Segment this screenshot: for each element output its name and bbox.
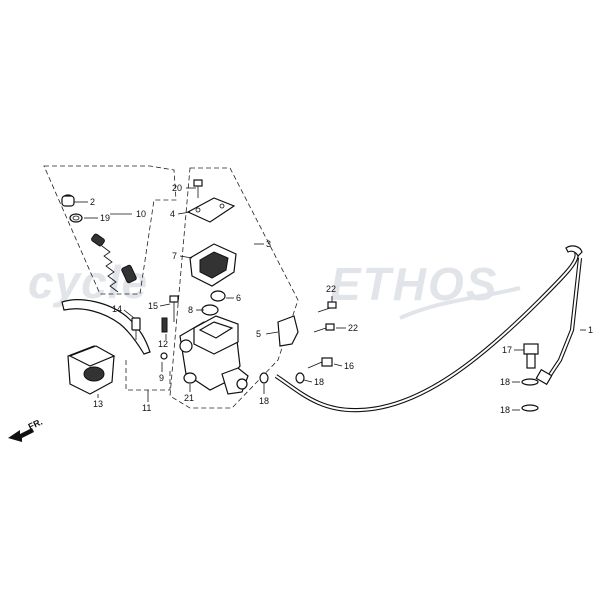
callout-1: 1: [588, 325, 593, 335]
master-cylinder: [179, 315, 249, 395]
callout-18-b: 18: [259, 396, 269, 406]
piston-spring-assembly: [91, 233, 137, 293]
callout-5: 5: [256, 329, 261, 339]
watermark-right-text: ETHOS: [330, 258, 498, 310]
callout-12: 12: [158, 339, 168, 349]
washer-18-b: [295, 372, 305, 384]
washer-18-c: [521, 378, 539, 386]
callout-labels: 1 2 3 4 5 6 7 8 9 10 11 12 13 14 15 16 1…: [90, 183, 593, 415]
part-13-clamp: [67, 345, 116, 395]
callout-22-b: 22: [348, 323, 358, 333]
callout-20: 20: [172, 183, 182, 193]
hose-fitting-upper: [565, 245, 583, 258]
part-15-bolt: [169, 295, 179, 322]
callout-8: 8: [188, 305, 193, 315]
callout-18-d: 18: [500, 405, 510, 415]
part-6-float: [210, 290, 226, 302]
callout-6: 6: [236, 293, 241, 303]
callout-22-a: 22: [326, 284, 336, 294]
washer-18-d: [521, 404, 539, 412]
front-direction-arrow: FR.: [8, 417, 44, 442]
part-16-bolt: [307, 357, 333, 369]
callout-3: 3: [266, 239, 271, 249]
callout-18-a: 18: [314, 377, 324, 387]
callout-2: 2: [90, 197, 95, 207]
part-8-ring: [201, 304, 219, 316]
part-4-reservoir-cap: [186, 197, 236, 223]
callout-19: 19: [100, 213, 110, 223]
part-22-bolt-lower: [313, 323, 335, 333]
callout-15: 15: [148, 301, 158, 311]
part-2-cap: [61, 194, 75, 207]
callout-10: 10: [136, 209, 146, 219]
callout-7: 7: [172, 251, 177, 261]
front-direction-label: FR.: [27, 417, 44, 432]
part-21-boot: [183, 372, 197, 384]
part-5-holder: [277, 315, 299, 347]
part-12-screw: [161, 317, 168, 333]
part-20-screw: [193, 179, 203, 198]
part-17-banjo-bolt: [523, 343, 539, 369]
callout-4: 4: [170, 209, 175, 219]
callout-13: 13: [93, 399, 103, 409]
washer-18-a: [259, 372, 269, 384]
callout-14: 14: [112, 304, 122, 314]
callout-16: 16: [344, 361, 354, 371]
callout-21: 21: [184, 393, 194, 403]
part-9-nut: [160, 352, 168, 360]
callout-17: 17: [502, 345, 512, 355]
leader-lines: [74, 187, 586, 411]
assembly-3-outline: [169, 167, 299, 409]
watermark-swoosh: [399, 286, 521, 320]
part-14-pivot: [131, 317, 141, 340]
hose-fitting-lower: [535, 368, 553, 386]
callout-18-c: 18: [500, 377, 510, 387]
callout-9: 9: [159, 373, 164, 383]
assembly-10-outline: [43, 165, 177, 295]
part-22-bolt-upper: [317, 301, 337, 313]
part-19-ring: [69, 213, 83, 223]
callout-11: 11: [142, 403, 151, 413]
